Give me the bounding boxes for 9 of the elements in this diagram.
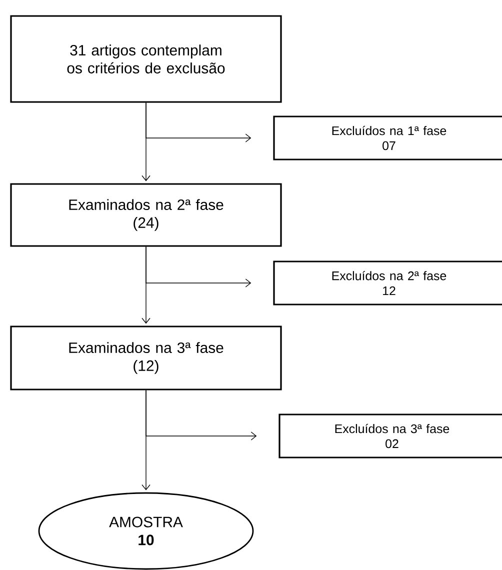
exclusion-box: Excluídos na 3ª fase 02 — [278, 414, 502, 458]
branch-arrow — [146, 246, 252, 288]
process-box: Examinados na 3ª fase (12) — [10, 326, 282, 390]
branch-arrow — [146, 390, 257, 440]
process-box: 31 artigos contemplam os critérios de exclusão — [10, 15, 282, 103]
process-box: Examinados na 2ª fase (24) — [10, 183, 282, 247]
exclusion-box: Excluídos na 2ª fase 12 — [273, 260, 502, 306]
exclusion-box: Excluídos na 1ª fase 07 — [273, 116, 502, 160]
branch-arrow — [146, 102, 252, 142]
